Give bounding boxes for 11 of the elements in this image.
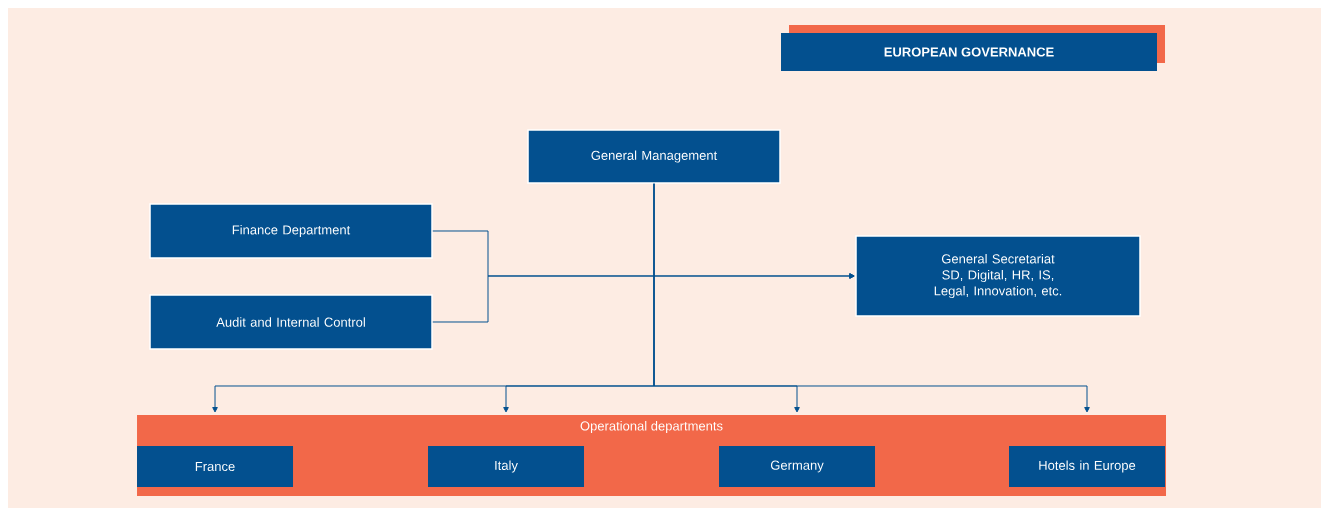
department-box: General Secretariat SD, Digital, HR, IS, Legal, Innovation, etc.	[855, 235, 1141, 317]
country-box: Italy	[428, 446, 584, 487]
management-box: General Management	[527, 129, 781, 184]
department-box: Hotels in Europe	[1009, 446, 1165, 487]
country-box: Germany	[719, 446, 875, 487]
department-box: Audit and Internal Control	[149, 294, 433, 350]
arrow	[432, 273, 855, 323]
department-box: Finance Department	[149, 203, 433, 259]
country-box: France	[137, 446, 293, 487]
arrow	[653, 183, 1090, 413]
title-banner: EUROPEAN GOVERNANCE	[781, 25, 1165, 71]
